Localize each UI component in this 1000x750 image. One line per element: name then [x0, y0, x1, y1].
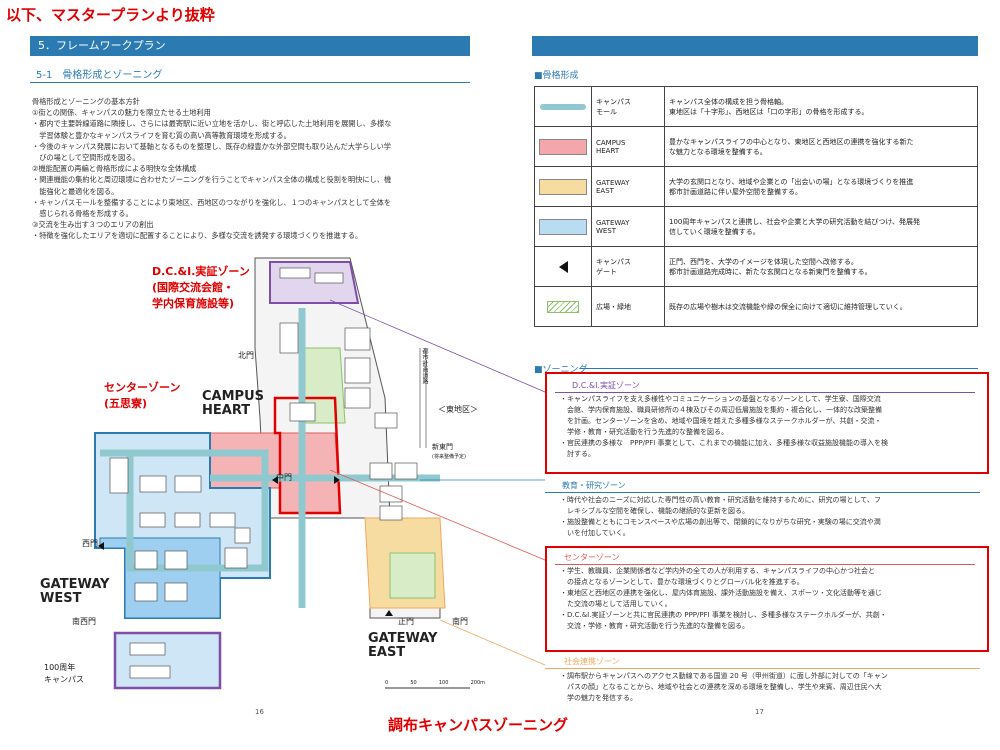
zone-center-title: センターゾーン [564, 553, 620, 562]
legend-swatch [539, 218, 587, 235]
legend-swatch [558, 260, 568, 273]
legend-swatch [539, 138, 587, 155]
legend-name: キャンパスゲート [591, 246, 665, 287]
zone-education-rule [545, 492, 980, 493]
legend-description: 大学の玄関口となり、地域や企業との「出会いの場」となる環境づくりを推進都市計画道… [664, 166, 978, 207]
left-section-title: 5-1 骨格形成とゾーニング [36, 70, 163, 81]
zone-dci-rule [555, 392, 975, 393]
zoning-rule [580, 368, 978, 369]
annotation-dci-zone: D.C.&I.実証ゾーン (国際交流会館・ 学内保育施設等) [152, 265, 250, 310]
legend-row: 広場・緑地既存の広場や樹木は交流機能や緑の保全に向けて適切に維持管理していく。 [534, 286, 978, 327]
map-label-southwest-gate: 南西門 [72, 617, 96, 626]
legend-row: キャンパスモールキャンパス全体の構成を担う骨格軸。東地区は「十字形」、西地区は「… [534, 86, 978, 127]
top-title: 以下、マスタープランより抜粋 [6, 6, 215, 24]
map-label-south-gate: 南門 [452, 617, 468, 626]
map-label-east-district: ＜東地区＞ [438, 405, 478, 414]
left-page-header-band: 5．フレームワークプラン [30, 36, 470, 56]
left-body-text: 骨格形成とゾーニングの基本方針 ①街との関係、キャンパスの魅力を際立たせる土地利… [32, 97, 392, 241]
zone-social-body: ・調布駅からキャンパスへのアクセス動線である国道 20 号（甲州街道）に面し外部… [560, 672, 888, 702]
zone-dci-box [545, 372, 989, 474]
legend-swatch [539, 178, 587, 195]
legend-table: キャンパスモールキャンパス全体の構成を担う骨格軸。東地区は「十字形」、西地区は「… [534, 86, 978, 327]
left-page-number: 16 [255, 708, 264, 716]
zoning-title: ■ゾーニング [534, 365, 588, 375]
zone-center-rule [555, 564, 975, 565]
legend-swatch [547, 300, 579, 313]
legend-description: 正門、西門を、大学のイメージを体現した空間へ改修する。都市計画道路完成時に、新た… [664, 246, 978, 287]
legend-description: キャンパス全体の構成を担う骨格軸。東地区は「十字形」、西地区は「口の字形」の骨格… [664, 86, 978, 127]
legend-name: 広場・緑地 [591, 286, 665, 327]
legend-name: キャンパスモール [591, 86, 665, 127]
map-label-north-gate: 北門 [238, 351, 254, 360]
zone-social-title: 社会連携ゾーン [564, 657, 620, 666]
legend-swatch [540, 103, 586, 110]
map-label-road: 都市計画道路 [421, 348, 428, 384]
bottom-title: 調布キャンパスゾーニング [388, 716, 569, 734]
zone-center-box [545, 546, 989, 652]
zone-center-body: ・学生、教職員、企業関係者など学内外の全ての人が利用する、キャンパスライフの中心… [560, 567, 887, 630]
zone-education-body: ・時代や社会のニーズに対応した専門性の高い教育・研究活動を維持するために、研究の… [560, 496, 881, 537]
legend-swatch-cell [534, 86, 592, 127]
zone-social-rule [545, 668, 980, 669]
legend-swatch-cell [534, 246, 592, 287]
legend-swatch-cell [534, 166, 592, 207]
zone-dci-title: D.C.&I.実証ゾーン [572, 381, 640, 390]
map-label-new-east-gate: 新東門(将来整備予定) [432, 443, 466, 460]
legend-row: キャンパスゲート正門、西門を、大学のイメージを体現した空間へ改修する。都市計画道… [534, 246, 978, 287]
legend-description: 豊かなキャンパスライフの中心となり、東地区と西地区の連携を強化する新たな魅力とな… [664, 126, 978, 167]
zone-dci-body: ・キャンパスライフを支え多様性やコミュニケーションの基盤となるゾーンとして、学生… [560, 395, 888, 458]
right-page-header-band [532, 36, 978, 56]
legend-swatch-cell [534, 126, 592, 167]
legend-swatch-cell [534, 286, 592, 327]
zone-education-title: 教育・研究ゾーン [562, 481, 626, 490]
left-section-rule [30, 82, 470, 83]
legend-description: 既存の広場や樹木は交流機能や緑の保全に向けて適切に維持管理していく。 [664, 286, 978, 327]
legend-description: 100周年キャンパスと連携し、社会や企業と大学の研究活動を結びつけ、発展発信して… [664, 206, 978, 247]
left-page-header: 5．フレームワークプラン [38, 39, 166, 52]
map-label-central-gate: 中門 [276, 473, 292, 482]
map-label-west-gate: 西門 [82, 539, 98, 548]
right-page-number: 17 [755, 708, 764, 716]
legend-swatch-cell [534, 206, 592, 247]
right-section-title: ■骨格形成 [534, 71, 579, 81]
map-label-main-gate: 正門 [398, 617, 414, 626]
annotation-center-zone: センターゾーン (五思寮) [104, 381, 181, 410]
map-label-100-year-campus: 100周年キャンパス [44, 663, 84, 684]
